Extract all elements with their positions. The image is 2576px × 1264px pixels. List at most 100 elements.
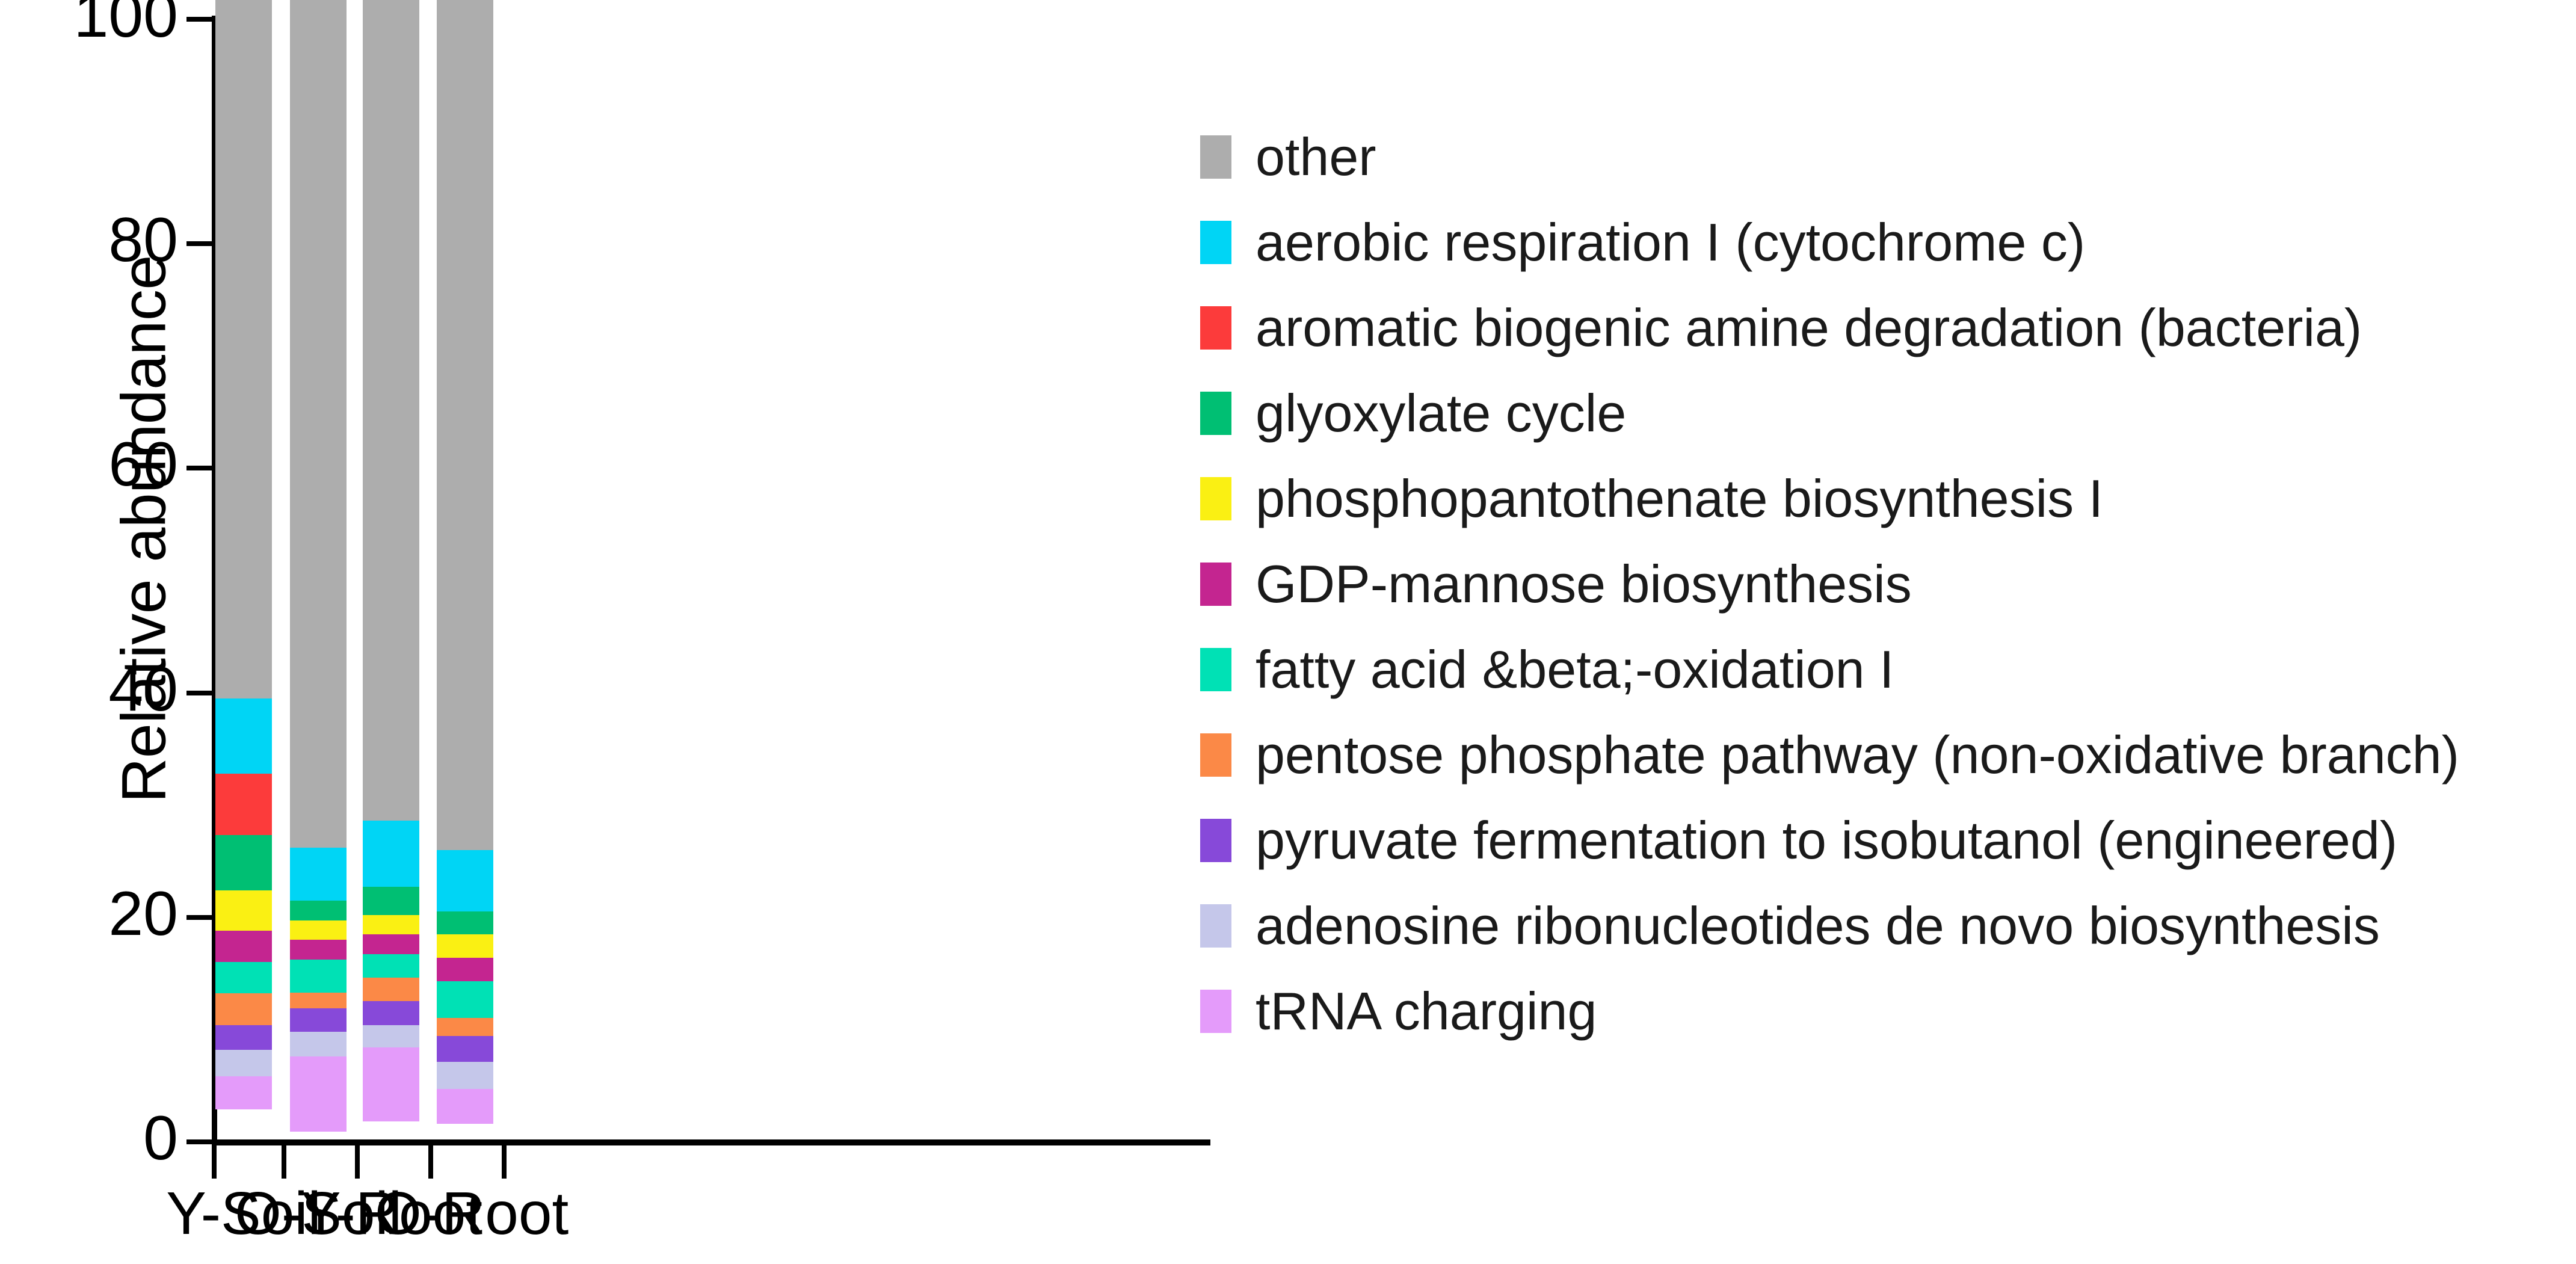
y-tick-mark — [186, 241, 212, 247]
legend-label: pyruvate fermentation to isobutanol (eng… — [1256, 810, 2398, 870]
legend-swatch-icon — [1200, 990, 1231, 1033]
legend-swatch-icon — [1200, 306, 1231, 350]
legend-item[interactable]: adenosine ribonucleotides de novo biosyn… — [1200, 883, 2459, 969]
x-axis-line — [212, 1139, 1210, 1145]
bar-segment — [363, 887, 419, 915]
bar-segment — [215, 1025, 272, 1050]
legend-item[interactable]: phosphopantothenate biosynthesis I — [1200, 456, 2459, 541]
x-tick-mark — [428, 1145, 433, 1179]
y-tick-label: 60 — [108, 430, 178, 500]
legend-label: glyoxylate cycle — [1256, 383, 1627, 443]
x-tick-mark — [355, 1145, 360, 1179]
bar-segment — [363, 0, 419, 821]
x-tick-label-y-soil: Y-Soil — [166, 1180, 321, 1247]
legend-label: other — [1256, 127, 1376, 187]
legend-label: aromatic biogenic amine degradation (bac… — [1256, 298, 2362, 357]
bar-segment — [215, 890, 272, 931]
y-tick-mark — [186, 914, 212, 920]
legend-label: fatty acid &beta;-oxidation I — [1256, 640, 1894, 699]
y-tick-label: 80 — [108, 205, 178, 276]
legend-swatch-icon — [1200, 733, 1231, 777]
bar-o-soil — [290, 0, 347, 1264]
x-tick-label-o-root: O-Root — [375, 1180, 569, 1247]
bar-segment — [363, 1047, 419, 1122]
bar-segment — [290, 900, 347, 921]
legend-label: tRNA charging — [1256, 981, 1597, 1041]
legend-label: adenosine ribonucleotides de novo biosyn… — [1256, 896, 2380, 955]
bar-segment — [215, 1076, 272, 1109]
bar-segment — [363, 821, 419, 887]
bar-segment — [290, 939, 347, 960]
legend-item[interactable]: other — [1200, 114, 2459, 200]
bar-segment — [437, 0, 493, 850]
legend-swatch-icon — [1200, 477, 1231, 520]
x-tick-mark — [502, 1145, 507, 1179]
x-tick-label-o-soil: O-Soil — [235, 1180, 402, 1247]
bar-segment — [215, 0, 272, 698]
bar-segment — [215, 698, 272, 774]
legend-swatch-icon — [1200, 135, 1231, 179]
legend-label: aerobic respiration I (cytochrome c) — [1256, 212, 2086, 272]
y-axis-line — [212, 16, 217, 1145]
bar-segment — [437, 1089, 493, 1124]
bar-segment — [363, 914, 419, 934]
y-axis-title: Relative abundance — [109, 255, 179, 803]
bar-segment — [290, 992, 347, 1008]
bar-segment — [437, 981, 493, 1019]
bar-segment — [290, 847, 347, 901]
legend-item[interactable]: glyoxylate cycle — [1200, 371, 2459, 456]
bar-segment — [363, 978, 419, 1002]
bar-segment — [215, 835, 272, 890]
bar-segment — [215, 962, 272, 994]
legend-swatch-icon — [1200, 563, 1231, 606]
bar-segment — [363, 1001, 419, 1025]
bar-segment — [437, 1062, 493, 1090]
bar-y-root — [363, 0, 419, 1264]
legend-label: GDP-mannose biosynthesis — [1256, 554, 1912, 614]
bar-y-soil — [215, 0, 272, 1264]
bar-segment — [215, 993, 272, 1025]
bar-o-root — [437, 0, 493, 1264]
bar-segment — [290, 920, 347, 940]
legend-item[interactable]: pentose phosphate pathway (non-oxidative… — [1200, 712, 2459, 798]
legend-swatch-icon — [1200, 904, 1231, 948]
y-tick-label: 40 — [108, 654, 178, 724]
legend-item[interactable]: pyruvate fermentation to isobutanol (eng… — [1200, 798, 2459, 883]
x-tick-label-y-root: Y-Root — [301, 1180, 483, 1247]
legend-swatch-icon — [1200, 648, 1231, 691]
legend-label: pentose phosphate pathway (non-oxidative… — [1256, 725, 2459, 785]
bar-segment — [437, 849, 493, 912]
y-tick-label: 20 — [108, 878, 178, 949]
legend: other aerobic respiration I (cytochrome c… — [1200, 114, 2459, 1054]
bar-segment — [437, 934, 493, 958]
bar-segment — [215, 1049, 272, 1077]
legend-swatch-icon — [1200, 819, 1231, 862]
bar-segment — [437, 957, 493, 981]
bar-segment — [290, 1056, 347, 1132]
legend-item[interactable]: aerobic respiration I (cytochrome c) — [1200, 200, 2459, 285]
legend-swatch-icon — [1200, 392, 1231, 435]
bar-segment — [290, 0, 347, 848]
legend-item[interactable]: GDP-mannose biosynthesis — [1200, 541, 2459, 627]
legend-item[interactable]: fatty acid &beta;-oxidation I — [1200, 627, 2459, 712]
y-tick-mark — [186, 1139, 212, 1144]
bar-segment — [290, 1008, 347, 1032]
legend-item[interactable]: tRNA charging — [1200, 969, 2459, 1054]
bar-segment — [437, 1036, 493, 1062]
y-tick-mark — [186, 690, 212, 695]
bar-segment — [290, 1031, 347, 1056]
bar-segment — [363, 1025, 419, 1047]
x-tick-mark — [282, 1145, 286, 1179]
y-tick-mark — [186, 466, 212, 471]
legend-label: phosphopantothenate biosynthesis I — [1256, 469, 2104, 528]
legend-item[interactable]: aromatic biogenic amine degradation (bac… — [1200, 285, 2459, 371]
bar-segment — [437, 911, 493, 934]
y-tick-label: 0 — [143, 1103, 178, 1173]
bar-segment — [215, 773, 272, 836]
bar-segment — [363, 954, 419, 978]
bar-segment — [215, 930, 272, 963]
y-tick-mark — [186, 17, 212, 22]
legend-swatch-icon — [1200, 221, 1231, 264]
y-tick-label: 100 — [73, 0, 178, 51]
